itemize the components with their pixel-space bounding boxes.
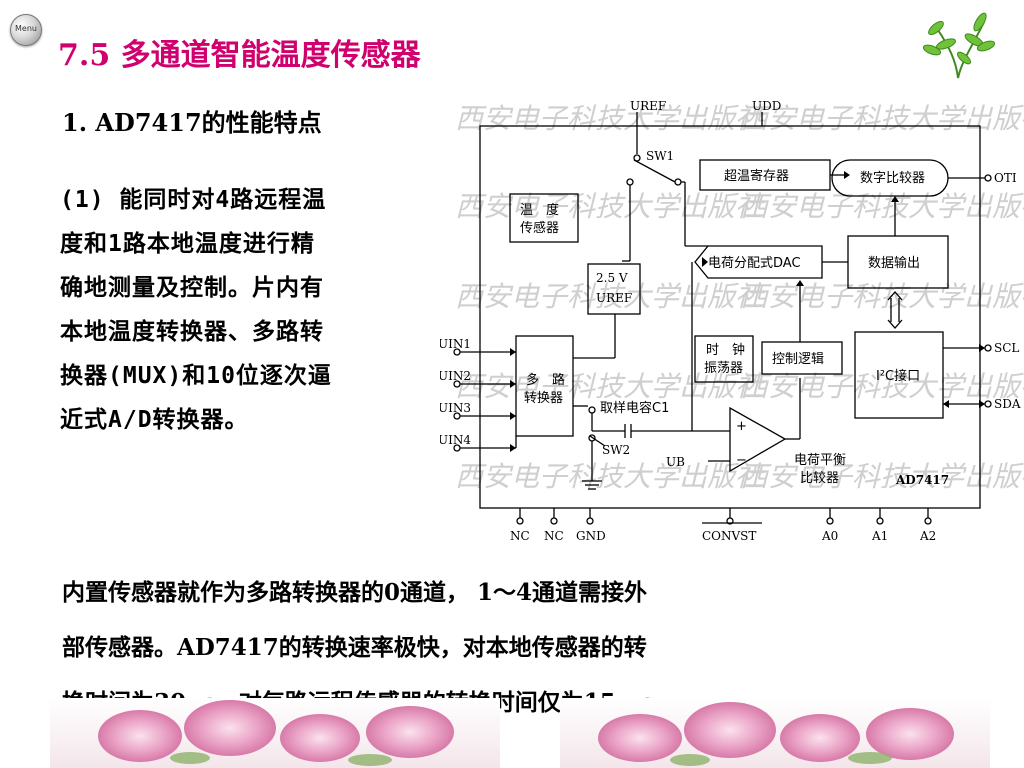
data-output-label: 数据输出: [868, 255, 920, 271]
paragraph-line: 度和1路本地温度进行精: [60, 231, 315, 257]
mux-label: 转换器: [524, 391, 563, 406]
slide-subtitle: 1. AD7417的性能特点: [62, 108, 322, 137]
watermark-text: 西安电子科技大学出版社: [740, 280, 1024, 313]
watermark-text: 西安电子科技大学出版社: [740, 460, 1024, 493]
uin3-pin-label: UIN3: [440, 401, 471, 415]
reference-voltage-label: 2.5 V: [596, 271, 628, 285]
dac-label: 电荷分配式DAC: [708, 256, 801, 271]
overtemp-register-label: 超温寄存器: [724, 168, 789, 184]
comparator-minus-sign: −: [736, 453, 747, 468]
menu-label: Menu: [15, 24, 37, 33]
a0-pin-label: A0: [821, 529, 838, 543]
plant-decoration-icon: [922, 12, 996, 79]
udd-top-label: UDD: [752, 99, 781, 113]
uref-top-label: UREF: [630, 99, 666, 113]
uin1-pin-label: UIN1: [440, 337, 471, 351]
ub-label: UB: [666, 455, 685, 469]
menu-button[interactable]: Menu: [10, 14, 42, 46]
paragraph-line: 换器(MUX)和10位逐次逼: [60, 363, 332, 389]
convst-pin-label: CONVST: [702, 529, 756, 543]
watermark-text: 西安电子科技大学出版社: [455, 370, 765, 403]
sample-capacitor-label: 取样电容C1: [600, 400, 669, 416]
gnd-pin-label: GND: [576, 529, 606, 543]
scl-pin-label: SCL: [994, 341, 1019, 355]
chip-name-label: AD7417: [895, 473, 949, 487]
paragraph-features: (1) 能同时对4路远程温 度和1路本地温度进行精 确地测量及控制。片内有 本地…: [60, 178, 445, 442]
reference-voltage-label: UREF: [596, 291, 632, 305]
watermark-text: 西安电子科技大学出版社: [455, 280, 765, 313]
watermark-text: 西安电子科技大学出版社: [455, 190, 765, 223]
paragraph-line: 近式A/D转换器。: [60, 407, 249, 433]
nc-pin-label: NC: [544, 529, 564, 543]
charge-balance-comparator-label: 比较器: [800, 471, 839, 486]
paragraph-line: 内置传感器就作为多路转换器的0通道， 1～4通道需接外: [62, 579, 648, 606]
watermark-text: 西安电子科技大学出版社: [740, 102, 1024, 135]
control-logic-label: 控制逻辑: [772, 352, 824, 367]
a2-pin-label: A2: [919, 529, 936, 543]
watermark-text: 西安电子科技大学出版社: [740, 370, 1024, 403]
slide-title: 7.5 多通道智能温度传感器: [58, 38, 421, 73]
a1-pin-label: A1: [871, 529, 888, 543]
mux-label: 多 路: [526, 372, 565, 388]
digital-comparator-label: 数字比较器: [860, 171, 925, 186]
comparator-plus-sign: +: [736, 419, 747, 434]
sw2-label: SW2: [602, 443, 630, 457]
temp-sensor-label: 传感器: [520, 220, 559, 236]
uin4-pin-label: UIN4: [440, 433, 471, 447]
uin2-pin-label: UIN2: [440, 369, 471, 383]
sda-pin-label: SDA: [994, 397, 1021, 411]
nc-pin-label: NC: [510, 529, 530, 543]
clock-oscillator-label: 振荡器: [704, 361, 743, 376]
watermark-text: 西安电子科技大学出版社: [740, 190, 1024, 223]
paragraph-line: 部传感器。AD7417的转换速率极快，对本地传感器的转: [62, 634, 647, 661]
i2c-interface-label: I²C接口: [876, 368, 920, 384]
paragraph-line: (1) 能同时对4路远程温: [60, 187, 327, 213]
temp-sensor-label: 温 度: [520, 202, 559, 218]
paragraph-line: 确地测量及控制。片内有: [60, 275, 324, 301]
watermark-text: 西安电子科技大学出版社: [455, 102, 765, 135]
charge-balance-comparator-label: 电荷平衡: [794, 453, 846, 468]
paragraph-line: 本地温度转换器、多路转: [60, 319, 324, 345]
ad7417-block-diagram: 西安电子科技大学出版社 西安电子科技大学出版社 西安电子科技大学出版社 西安电子…: [440, 99, 1024, 543]
flowers-decoration-icon: [50, 698, 990, 768]
oti-pin-label: OTI: [994, 171, 1017, 185]
watermark-text: 西安电子科技大学出版社: [455, 460, 765, 493]
sw1-label: SW1: [646, 149, 674, 163]
clock-oscillator-label: 时 钟: [706, 342, 745, 358]
